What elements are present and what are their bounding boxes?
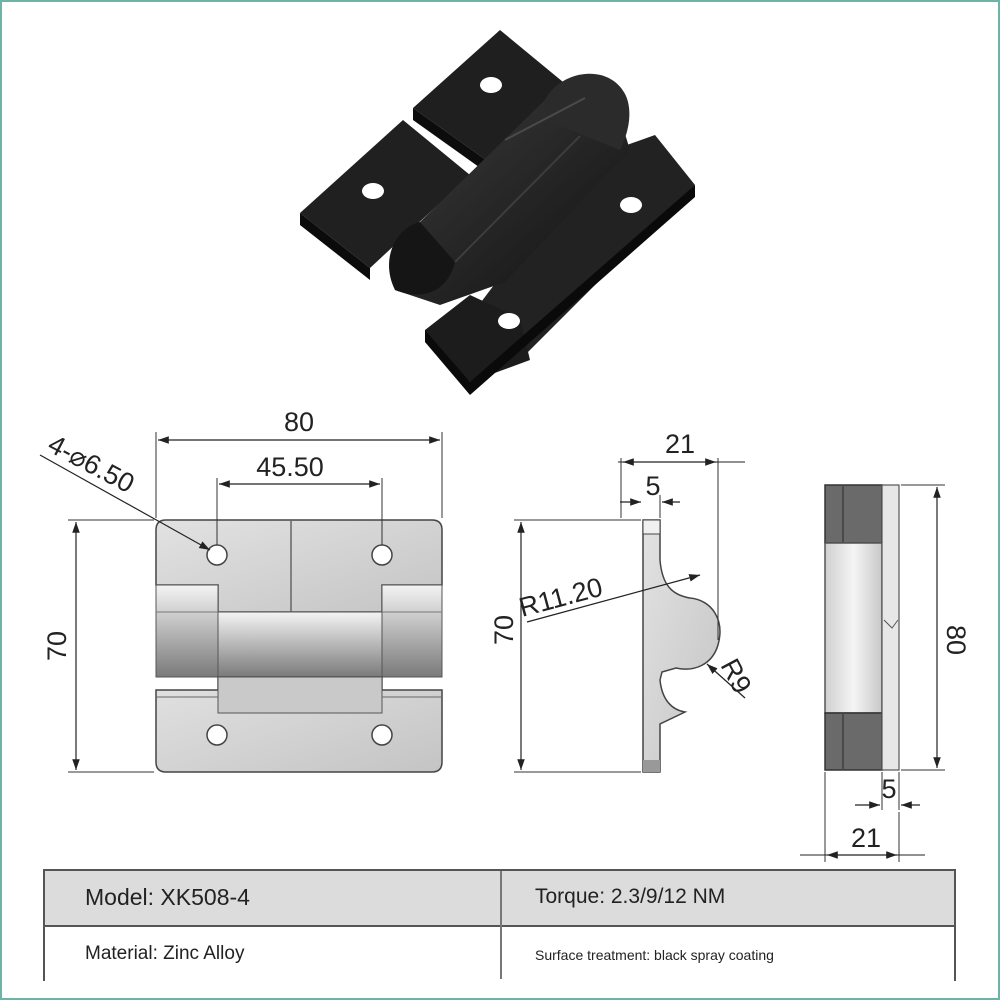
spec-row-header: Model: XK508-4 Torque: 2.3/9/12 NM — [45, 871, 954, 927]
screw-hole — [498, 313, 520, 329]
dim-side-depth: 21 — [665, 429, 695, 459]
dim-end-thickness: 5 — [881, 774, 896, 804]
torque-label: Torque: 2.3/9/12 NM — [535, 885, 726, 908]
material-label: Material: Zinc Alloy — [85, 943, 245, 964]
front-hole — [206, 724, 228, 746]
dim-height-70: 70 — [42, 631, 72, 661]
dim-hole-spacing: 45.50 — [256, 452, 324, 482]
hinge-barrel — [395, 100, 630, 305]
front-hole — [371, 724, 393, 746]
surface-treatment-label: Surface treatment: black spray coating — [535, 947, 774, 963]
hinge-leaf-left — [300, 120, 470, 268]
front-hole — [206, 544, 228, 566]
dim-side-thickness: 5 — [645, 471, 660, 501]
side-view: 21 5 70 R11.20 R9 — [489, 429, 758, 773]
spec-table: Model: XK508-4 Torque: 2.3/9/12 NM Mater… — [43, 869, 956, 981]
dim-end-height: 80 — [941, 625, 971, 655]
hinge-leaf-top — [413, 30, 580, 170]
screw-hole — [362, 183, 384, 199]
front-hole — [371, 544, 393, 566]
dim-width-80: 80 — [284, 407, 314, 437]
dim-inner-radius: R9 — [715, 654, 758, 699]
dim-side-height: 70 — [489, 615, 519, 645]
model-label: Model: XK508-4 — [85, 884, 250, 910]
dim-hole-callout: 4-⌀6.50 — [43, 429, 139, 499]
dim-end-depth: 21 — [851, 823, 881, 853]
screw-hole — [480, 77, 502, 93]
hinge-leaf-right — [460, 135, 695, 360]
front-view: 80 45.50 4-⌀6.50 70 — [39, 407, 443, 773]
dim-outer-radius: R11.20 — [516, 572, 606, 623]
screw-hole — [620, 197, 642, 213]
table-divider — [500, 871, 502, 979]
side-profile — [642, 519, 721, 773]
spec-row-details: Material: Zinc Alloy Surface treatment: … — [45, 927, 954, 981]
end-view: 80 5 21 — [800, 484, 971, 862]
hinge-product-photo — [300, 30, 695, 395]
